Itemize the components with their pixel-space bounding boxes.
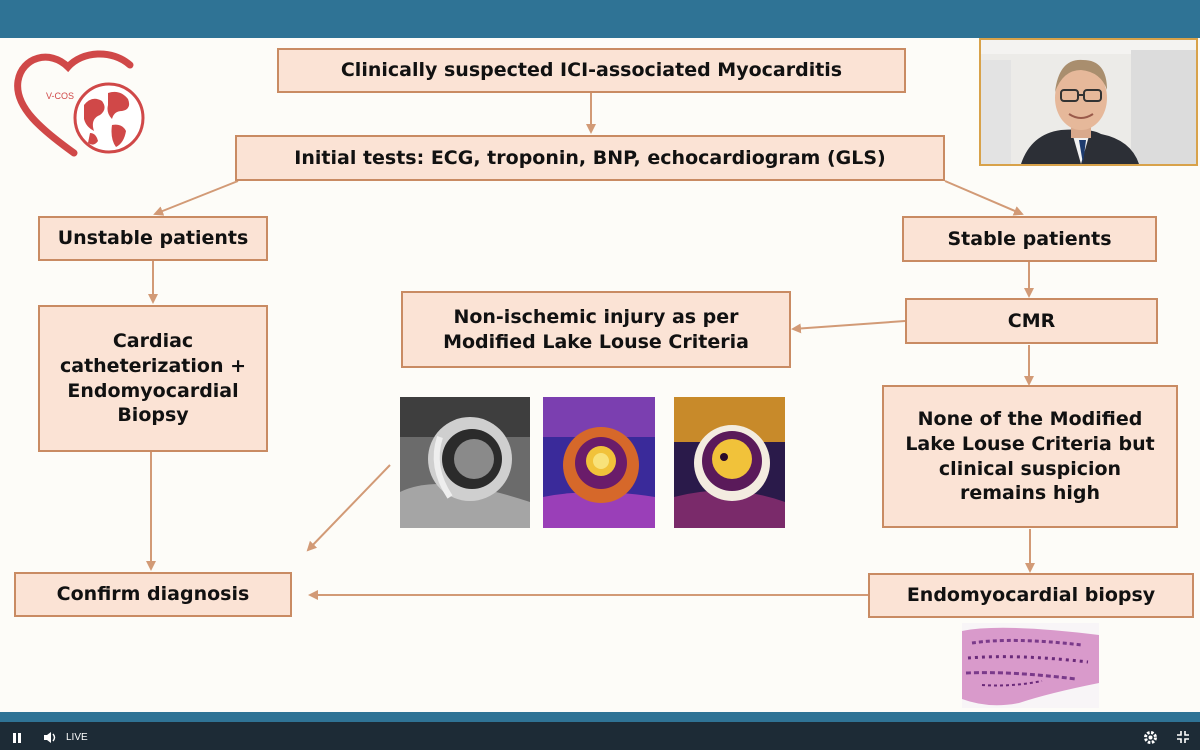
node-cmr-label: CMR — [1007, 309, 1056, 332]
top-bar — [0, 0, 1200, 38]
histology-image — [962, 623, 1099, 708]
node-endomyocardial-biopsy-label: Endomyocardial biopsy — [906, 584, 1156, 607]
player-controls: LIVE — [0, 712, 1200, 750]
node-stable-patients-label: Stable patients — [947, 227, 1112, 250]
gear-icon[interactable] — [1143, 730, 1158, 745]
node-initial-tests: Initial tests: ECG, troponin, BNP, echoc… — [235, 135, 945, 181]
vcos-logo: V-COS — [14, 50, 145, 157]
node-stable-patients: Stable patients — [902, 216, 1157, 262]
exit-fullscreen-icon[interactable] — [1176, 730, 1190, 744]
node-none-criteria: None of the Modified Lake Louse Criteria… — [882, 385, 1178, 528]
presenter-image — [981, 40, 1196, 164]
node-suspected-myocarditis: Clinically suspected ICI-associated Myoc… — [277, 48, 906, 93]
node-cardiac-catheterization: Cardiac catheterization + Endomyocardial… — [38, 305, 268, 452]
logo-text: V-COS — [46, 91, 74, 101]
node-confirm-diagnosis-label: Confirm diagnosis — [56, 583, 250, 606]
node-non-ischemic-injury-label: Non-ischemic injury as per Modified Lake… — [443, 305, 749, 353]
node-non-ischemic-injury: Non-ischemic injury as per Modified Lake… — [401, 291, 791, 368]
progress-bar[interactable] — [0, 712, 1200, 722]
node-suspected-myocarditis-label: Clinically suspected ICI-associated Myoc… — [340, 59, 843, 82]
cmr-image-grayscale — [400, 397, 530, 528]
cmr-image-t2-map — [674, 397, 785, 528]
node-cmr: CMR — [905, 298, 1158, 344]
pause-icon[interactable] — [11, 732, 23, 744]
node-cardiac-catheterization-label: Cardiac catheterization + Endomyocardial… — [59, 330, 247, 427]
node-initial-tests-label: Initial tests: ECG, troponin, BNP, echoc… — [294, 146, 886, 169]
presenter-webcam — [979, 38, 1198, 166]
cmr-image-t1-map — [543, 397, 655, 528]
node-unstable-patients-label: Unstable patients — [57, 227, 249, 250]
node-none-criteria-label: None of the Modified Lake Louse Criteria… — [905, 408, 1155, 505]
node-endomyocardial-biopsy: Endomyocardial biopsy — [868, 573, 1194, 618]
volume-icon[interactable] — [43, 731, 57, 744]
node-unstable-patients: Unstable patients — [38, 216, 268, 261]
live-label: LIVE — [66, 732, 88, 743]
node-confirm-diagnosis: Confirm diagnosis — [14, 572, 292, 617]
